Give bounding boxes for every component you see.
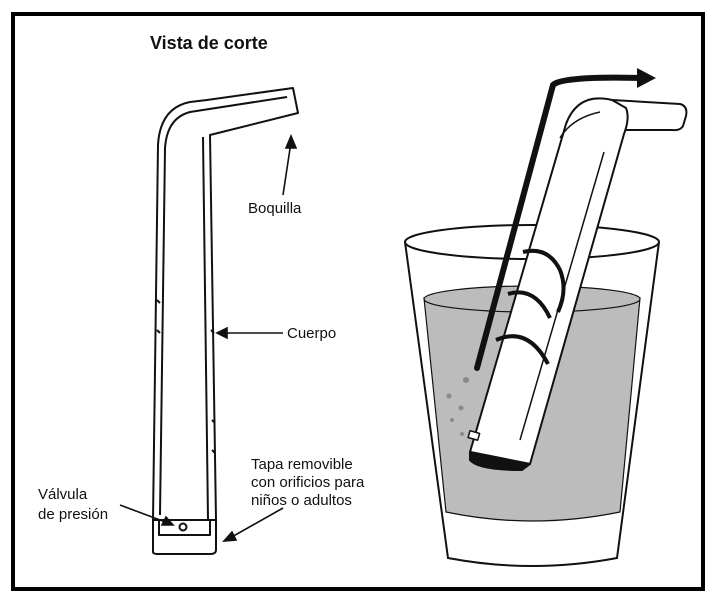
straw-tab (467, 429, 481, 441)
pressure-valve-hole (178, 522, 188, 532)
valvula-label-line-1: Válvula (38, 486, 88, 503)
bubbles (446, 377, 469, 436)
straw-cap (469, 451, 531, 471)
straw-in-glass (467, 97, 688, 471)
cutaway-inner-wall (159, 96, 288, 521)
boquilla-arrow (282, 141, 292, 196)
cuerpo-label: Cuerpo (287, 325, 337, 342)
diagram-title: Vista de corte (150, 33, 268, 53)
straw-body (469, 97, 629, 465)
left-arrows (119, 133, 298, 542)
tapa-label-line-2: con orificios para (251, 474, 365, 491)
tapa-label-line-3: niños o adultos (251, 492, 352, 509)
tapa-label-line-1: Tapa removible (251, 456, 353, 473)
valvula-arrow (119, 504, 169, 524)
cutaway-straw (152, 87, 299, 555)
flow-arc-2 (507, 290, 552, 319)
tapa-arrow (229, 507, 284, 539)
cutaway-notches (156, 299, 216, 454)
valvula-label-line-2: de presión (38, 506, 109, 523)
cutaway-outer-outline (152, 87, 299, 555)
flow-arc-1 (522, 248, 566, 313)
flow-arrow (474, 68, 656, 371)
cutaway-cap (153, 519, 216, 536)
boquilla-label: Boquilla (248, 200, 302, 217)
flow-arc-3 (495, 334, 550, 365)
